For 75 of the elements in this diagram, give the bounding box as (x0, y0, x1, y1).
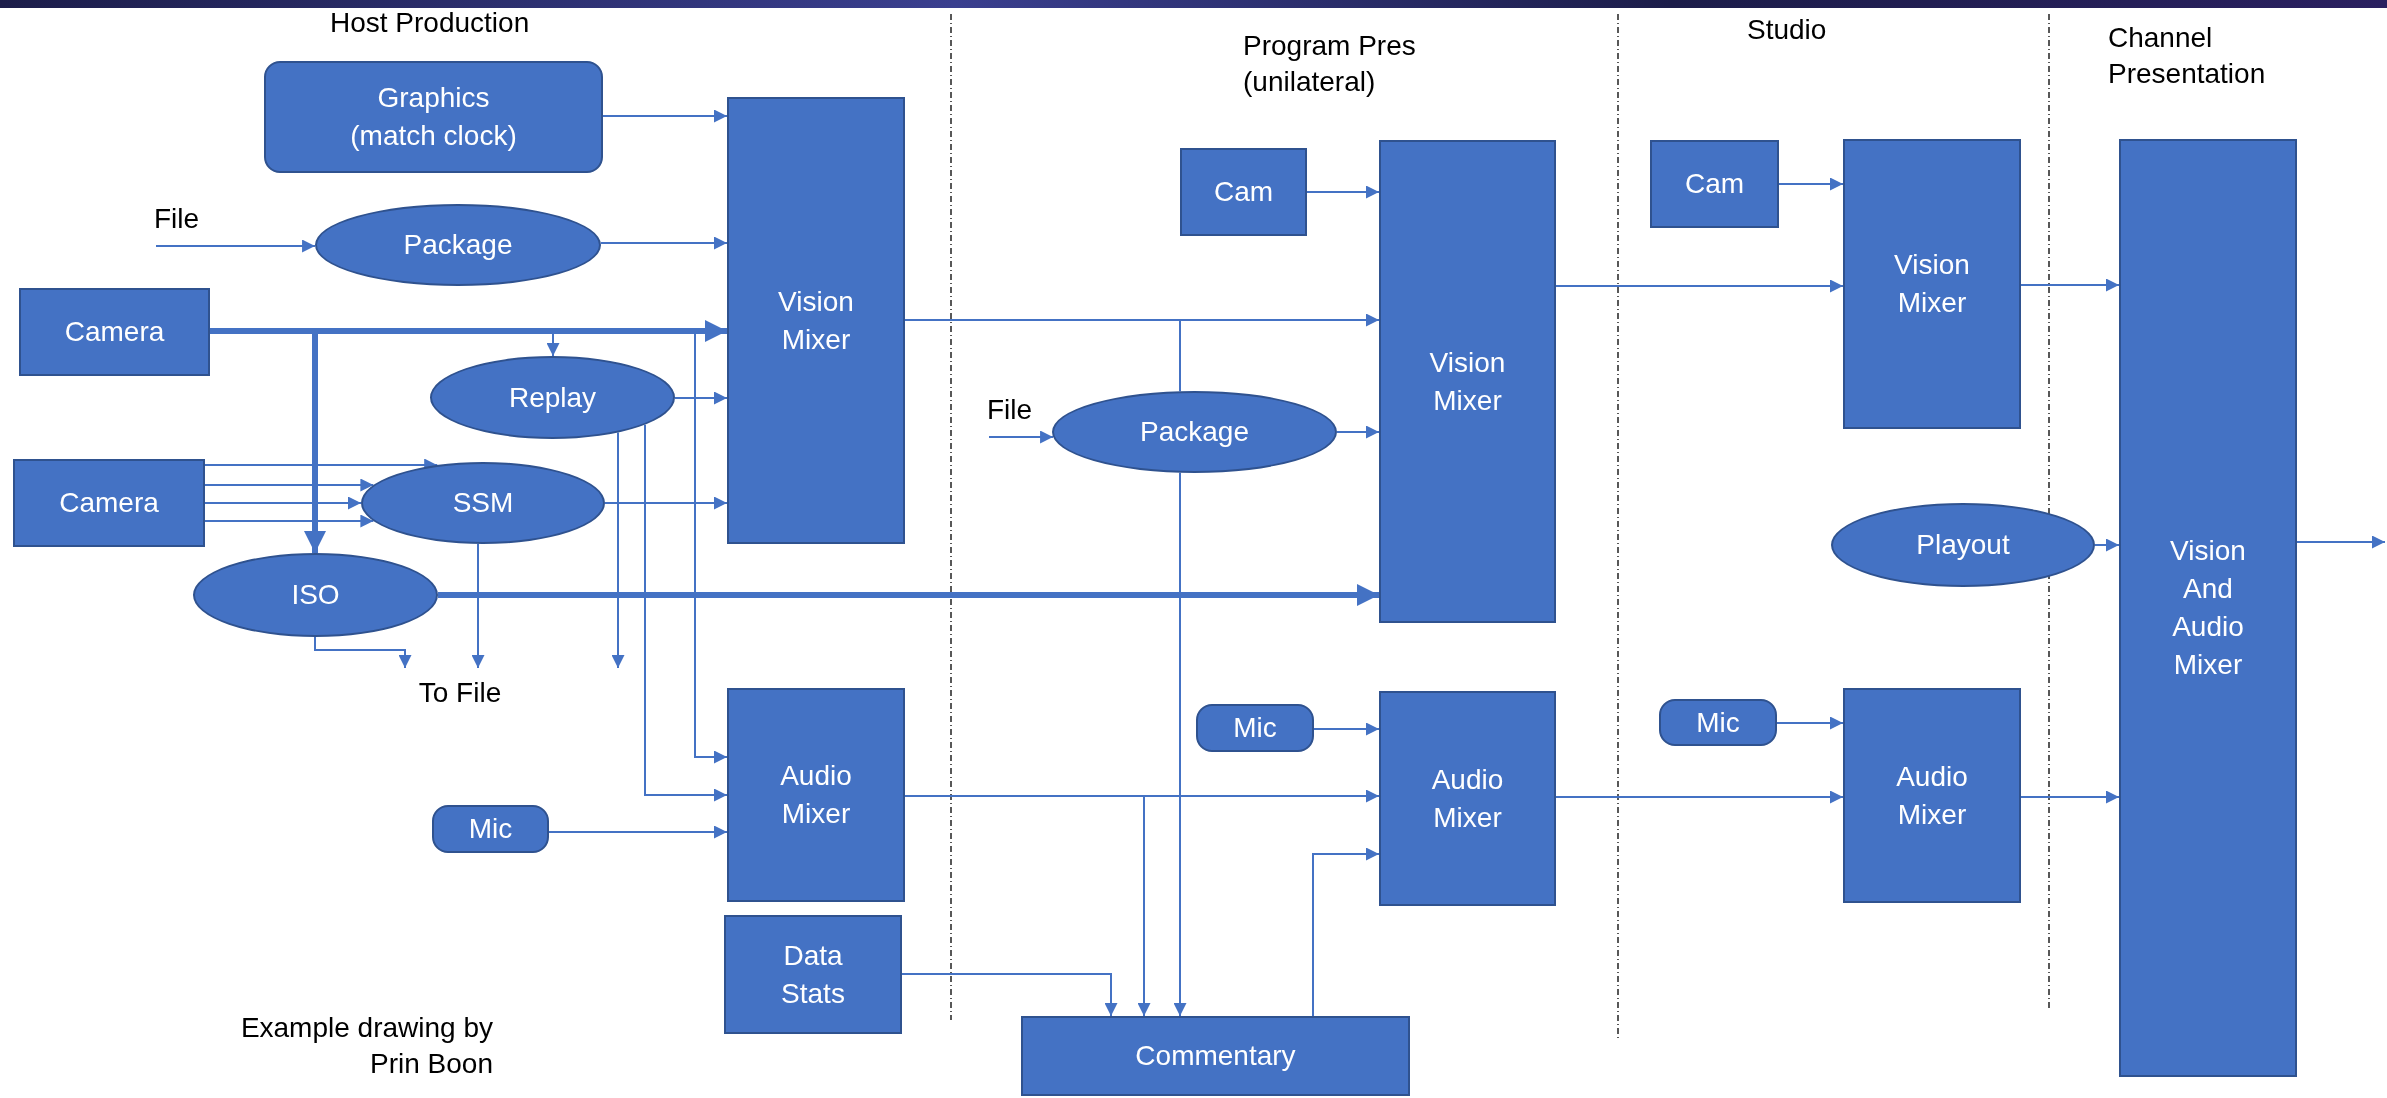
node-label: Mic (1233, 711, 1277, 746)
node-label: Audio Mixer (779, 759, 853, 831)
node-label: Package (403, 228, 513, 263)
section-heading: Host Production (330, 6, 531, 40)
connector-arrow (2296, 535, 2386, 549)
connector-arrow (2094, 538, 2120, 552)
node-label: Mic (1696, 705, 1740, 740)
node-label: SSM (452, 486, 514, 521)
connector-arrow (210, 328, 326, 553)
connector-arrow (1313, 722, 1380, 736)
connector-arrow (611, 431, 625, 669)
connector-arrow (2020, 278, 2120, 292)
node-label: Commentary (1135, 1039, 1296, 1074)
node-label: Data Stats (780, 938, 846, 1011)
process-box (1021, 1016, 1410, 1096)
node-label: Cam (1213, 175, 1274, 210)
connector-arrow (204, 478, 375, 492)
node-label: Vision Mixer (1428, 345, 1507, 418)
node-label: ISO (291, 578, 340, 613)
node-label: Camera (64, 315, 165, 350)
process-box (1379, 140, 1556, 623)
process-box (19, 288, 210, 376)
rounded-box (264, 61, 603, 173)
rounded-box (432, 805, 549, 853)
node-label: Mic (468, 812, 513, 847)
process-box (1843, 688, 2021, 903)
node-label: Vision Mixer (777, 284, 855, 357)
node-label: Playout (1916, 528, 2010, 563)
section-heading: Studio (1747, 13, 1828, 47)
caption-text: Example drawing by Prin Boon (239, 1011, 493, 1082)
connector-arrow (1312, 847, 1380, 1017)
process-box (13, 459, 205, 547)
process-box (1379, 691, 1556, 906)
process-box (727, 97, 905, 544)
connector-arrow (1776, 716, 1844, 730)
node-label: Cam (1684, 167, 1745, 202)
connector-arrow (644, 423, 728, 802)
connector-arrow (604, 496, 728, 510)
process-box (724, 915, 902, 1034)
connector-arrow (602, 109, 728, 123)
connector-arrow (155, 239, 317, 253)
connector-arrow (204, 514, 375, 528)
process-box (1843, 139, 2021, 429)
node-label: Audio Mixer (1430, 762, 1505, 835)
connector-arrow (548, 825, 728, 839)
node-label: Vision And Audio Mixer (2169, 534, 2247, 682)
connector-arrow (204, 496, 362, 510)
node-label: Camera (59, 486, 159, 521)
node-label: Vision Mixer (1893, 248, 1971, 320)
connector-arrow (1336, 425, 1380, 439)
node-label: To File (418, 676, 502, 711)
connector-arrow (1555, 790, 1844, 804)
node-label: Replay (508, 380, 597, 415)
connector-arrow (901, 973, 1118, 1017)
connector-arrow (471, 542, 485, 669)
process-box (1180, 148, 1307, 236)
connector-arrow (438, 584, 1379, 606)
node-label: Package (1140, 415, 1249, 450)
connector-arrow (1173, 471, 1187, 1017)
connector-arrow (1778, 177, 1844, 191)
connector-arrow (674, 391, 728, 405)
connector-arrow (599, 236, 728, 250)
connector-arrow (1306, 185, 1380, 199)
process-box (2119, 139, 2297, 1077)
node-label: Audio Mixer (1895, 759, 1969, 832)
process-box (727, 688, 905, 902)
section-heading: Program Pres (unilateral) (1243, 29, 1417, 100)
rounded-box (1659, 699, 1777, 746)
connector-arrow (2020, 790, 2120, 804)
section-heading: Channel Presentation (2108, 21, 2267, 92)
connector-arrow (314, 636, 412, 669)
connector-arrow (1555, 279, 1844, 293)
process-box (1650, 140, 1779, 228)
node-label: Graphics (match clock) (349, 81, 518, 153)
rounded-box (1196, 704, 1314, 752)
